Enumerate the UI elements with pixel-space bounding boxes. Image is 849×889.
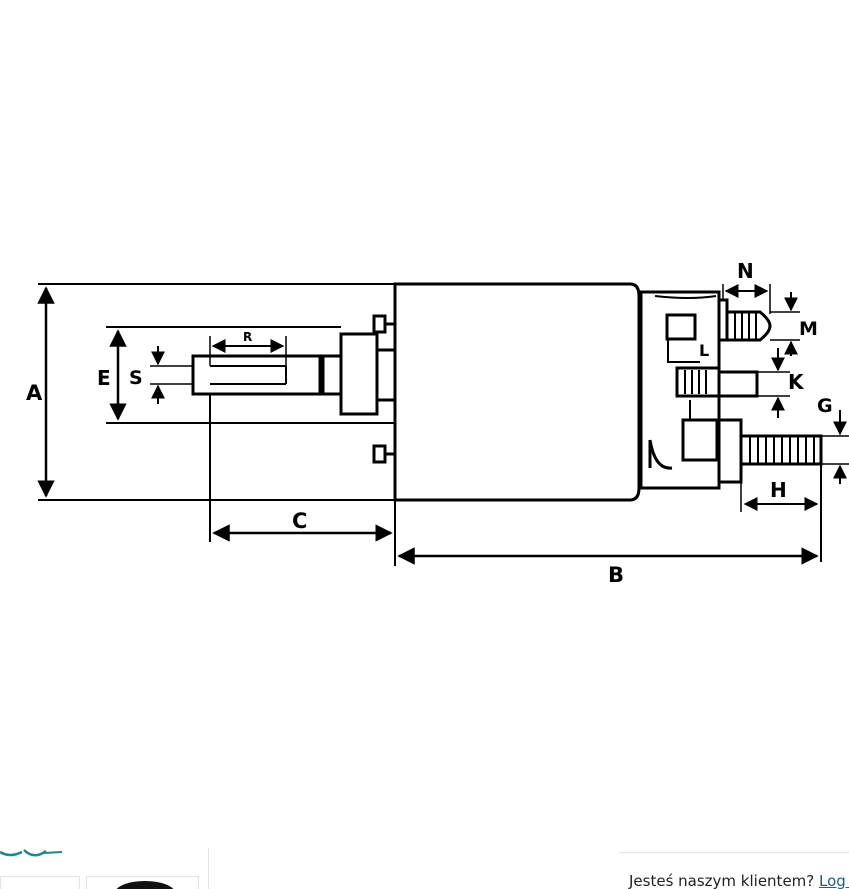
dimension-g: G — [817, 395, 849, 484]
product-thumbnail-icon — [116, 881, 174, 889]
label-k: K — [788, 370, 805, 394]
mounting-stud-bottom — [372, 444, 395, 464]
dimension-k: K — [757, 348, 805, 418]
label-r: R — [243, 330, 252, 344]
solenoid-body — [393, 282, 641, 502]
dimension-a: A — [26, 283, 395, 501]
dimension-c: C — [209, 394, 396, 566]
bottom-strip: Jesteś naszym klientem? Log in — [0, 848, 849, 889]
login-link[interactable]: Log in — [819, 872, 849, 889]
terminal-bolt — [717, 418, 823, 484]
login-prompt-text: Jesteś naszym klientem? — [629, 872, 815, 889]
label-s: S — [129, 367, 143, 389]
logo-fragment-icon — [0, 849, 63, 857]
solenoid-dimension-diagram: A E S R C B N — [26, 259, 849, 587]
plunger-collar — [339, 332, 395, 416]
dimension-r: R — [209, 330, 287, 366]
label-e: E — [97, 366, 111, 390]
dimension-b: B — [397, 464, 822, 587]
label-l: L — [699, 341, 709, 360]
label-b: B — [608, 563, 624, 587]
label-g: G — [817, 395, 833, 417]
label-n: N — [737, 259, 754, 283]
column-divider — [208, 848, 209, 889]
dimension-l: L — [699, 341, 709, 360]
label-a: A — [26, 381, 43, 405]
thumbnail-2[interactable] — [86, 876, 199, 889]
thumbnail-1[interactable] — [0, 876, 80, 889]
dimension-n: N — [722, 259, 771, 314]
dimension-h: H — [740, 478, 819, 512]
dimension-e: E — [97, 326, 395, 424]
dimension-m: M — [770, 292, 818, 356]
plunger-shaft — [191, 354, 341, 396]
mounting-stud-top — [372, 314, 395, 334]
terminal-m — [717, 298, 772, 342]
terminal-cap — [639, 290, 721, 490]
label-m: M — [799, 318, 818, 340]
terminal-k — [684, 370, 759, 398]
label-c: C — [292, 509, 307, 533]
login-prompt: Jesteś naszym klientem? Log in — [629, 872, 849, 889]
dimension-s: S — [129, 346, 193, 404]
panel-divider — [619, 852, 849, 853]
label-h: H — [770, 478, 787, 502]
